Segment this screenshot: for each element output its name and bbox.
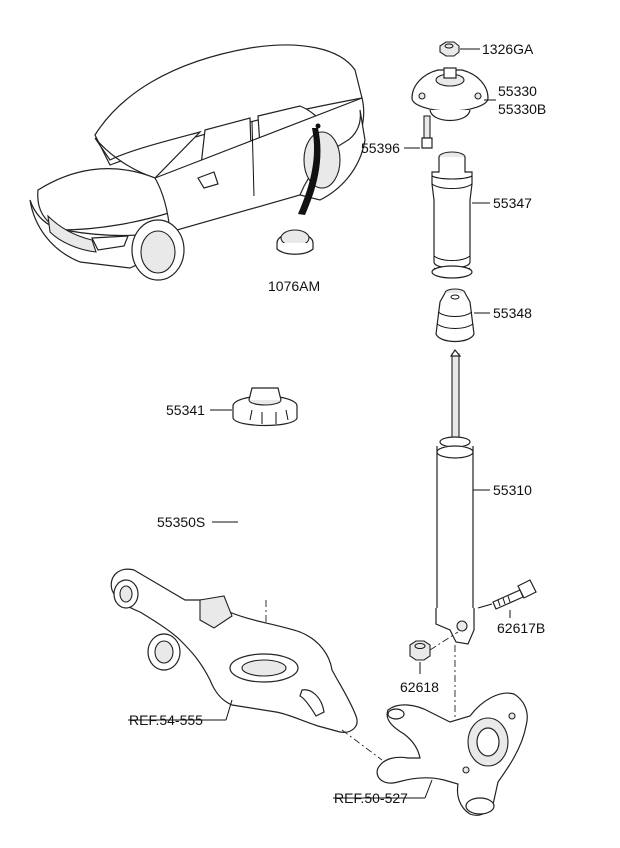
lower-nut	[409, 640, 431, 661]
mount-bolt	[421, 115, 433, 149]
rubber-plug	[276, 229, 314, 255]
label-55347: 55347	[493, 195, 532, 211]
label-1326ga: 1326GA	[482, 41, 534, 57]
spring-upper-pad	[232, 387, 298, 427]
label-55348: 55348	[493, 305, 532, 321]
bump-stopper	[435, 288, 475, 343]
lower-control-arm	[110, 568, 358, 733]
label-1076am: 1076AM	[268, 278, 320, 294]
label-55350s: 55350S	[157, 514, 205, 530]
ref-label-54-555: REF.54-555	[129, 712, 203, 728]
ref-label-50-527: REF.50-527	[334, 790, 408, 806]
label-55310: 55310	[493, 482, 532, 498]
label-62618: 62618	[400, 679, 439, 695]
label-55330: 55330	[498, 83, 537, 99]
dust-boot	[431, 151, 473, 279]
lower-bolt	[492, 579, 537, 610]
vehicle-illustration	[29, 44, 366, 281]
label-55396: 55396	[361, 140, 400, 156]
top-nut	[439, 41, 460, 57]
strut-mount	[411, 67, 489, 121]
coil-spring	[237, 440, 299, 598]
label-55330b: 55330B	[498, 101, 546, 117]
rear-knuckle	[376, 692, 528, 816]
label-55341: 55341	[166, 402, 205, 418]
label-62617b: 62617B	[497, 620, 545, 636]
shock-absorber	[435, 348, 475, 645]
